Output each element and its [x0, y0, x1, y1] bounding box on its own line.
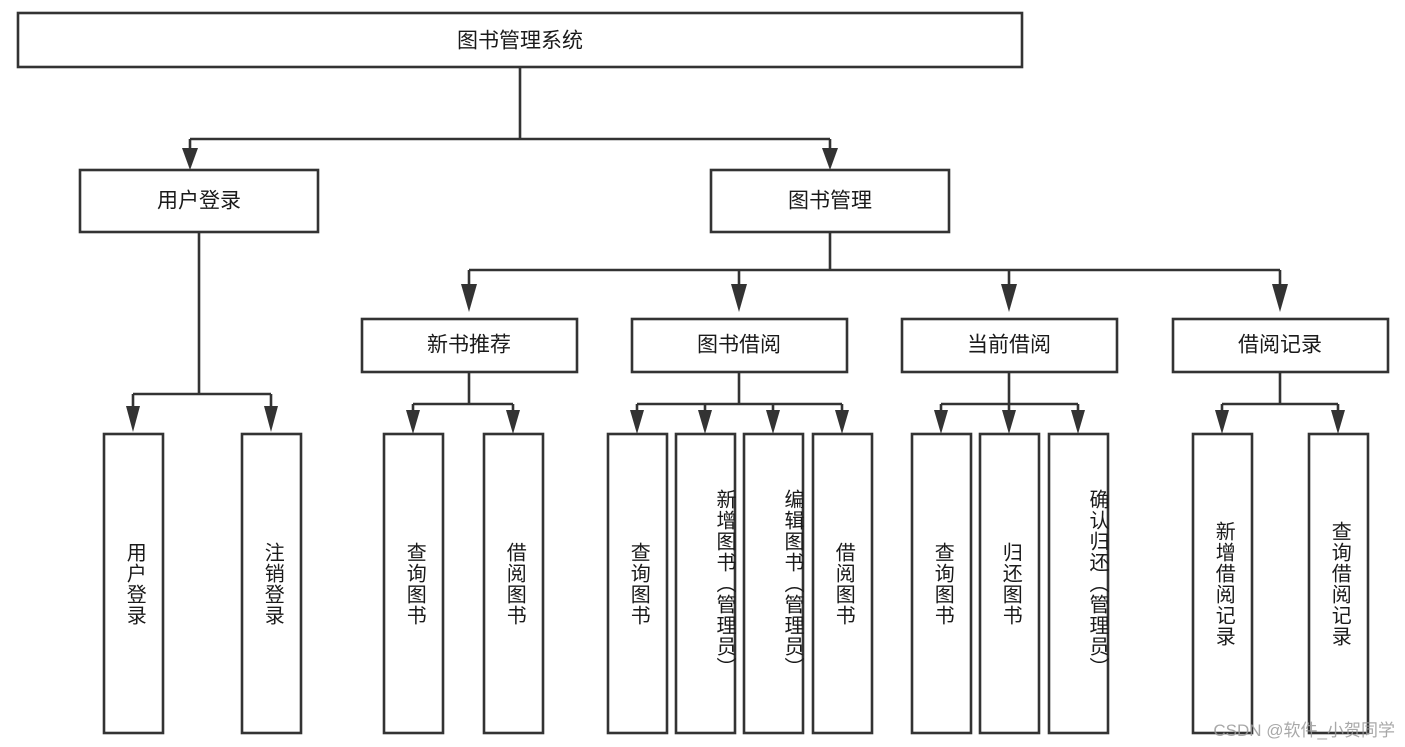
arrow-head-icon: [406, 410, 420, 434]
leaf-box-borrow-book-2[interactable]: [811, 432, 874, 735]
connector-user-login-to-leaves: [126, 232, 278, 432]
leaf-box-confirm-return[interactable]: [1047, 432, 1110, 735]
book-manage-label: 图书管理: [788, 190, 872, 213]
arrow-head-icon: [822, 148, 838, 170]
node-borrow-record[interactable]: 借阅记录: [1171, 317, 1390, 374]
current-borrow-box[interactable]: [900, 317, 1119, 374]
leaf-box-query-book-1[interactable]: [382, 432, 445, 735]
arrow-head-icon: [698, 410, 712, 434]
arrow-head-icon: [1331, 410, 1345, 434]
arrow-head-icon: [731, 284, 747, 312]
leaf-box-edit-book[interactable]: [742, 432, 805, 735]
leaf-box-add-record[interactable]: [1191, 432, 1254, 735]
arrow-head-icon: [835, 410, 849, 434]
node-user-login[interactable]: 用户登录: [78, 168, 320, 234]
arrow-head-icon: [126, 406, 140, 432]
leaf-box-user-login[interactable]: [102, 432, 165, 735]
connector-new-book-rec-to-leaves: [406, 372, 520, 434]
arrow-head-icon: [1272, 284, 1288, 312]
connector-current-borrow-to-leaves: [934, 372, 1085, 434]
leaf-box-user-logout[interactable]: [240, 432, 303, 735]
arrow-head-icon: [934, 410, 948, 434]
leaf-box-query-book-2[interactable]: [606, 432, 669, 735]
node-new-book-rec[interactable]: 新书推荐: [360, 317, 579, 374]
new-book-rec-label: 新书推荐: [427, 334, 511, 357]
connector-borrow-record-to-leaves: [1215, 372, 1345, 434]
root-label: 图书管理系统: [457, 30, 583, 53]
node-root[interactable]: 图书管理系统: [16, 11, 1024, 69]
connector-book-manage-to-level3: [461, 232, 1288, 312]
new-book-rec-box[interactable]: [360, 317, 579, 374]
leaf-box-query-record[interactable]: [1307, 432, 1370, 735]
leaf-box-add-book[interactable]: [674, 432, 737, 735]
user-login-box[interactable]: [78, 168, 320, 234]
arrow-head-icon: [1002, 410, 1016, 434]
node-current-borrow[interactable]: 当前借阅: [900, 317, 1119, 374]
arrow-head-icon: [182, 148, 198, 170]
arrow-head-icon: [1215, 410, 1229, 434]
arrow-head-icon: [506, 410, 520, 434]
arrow-head-icon: [461, 284, 477, 312]
arrow-head-icon: [766, 410, 780, 434]
current-borrow-label: 当前借阅: [967, 334, 1051, 357]
node-book-manage[interactable]: 图书管理: [709, 168, 951, 234]
connector-root-to-level2: [182, 67, 838, 170]
arrow-head-icon: [264, 406, 278, 432]
root-box[interactable]: [16, 11, 1024, 69]
leaf-box-query-book-3[interactable]: [910, 432, 973, 735]
arrow-head-icon: [630, 410, 644, 434]
leaf-box-return-book[interactable]: [978, 432, 1041, 735]
user-login-label: 用户登录: [157, 190, 241, 213]
leaf-box-borrow-book-1[interactable]: [482, 432, 545, 735]
arrow-head-icon: [1071, 410, 1085, 434]
book-borrow-label: 图书借阅: [697, 334, 781, 357]
borrow-record-label: 借阅记录: [1238, 334, 1322, 357]
arrow-head-icon: [1001, 284, 1017, 312]
csdn-watermark: CSDN @软件_小贺同学: [1213, 721, 1395, 740]
node-book-borrow[interactable]: 图书借阅: [630, 317, 849, 374]
connector-book-borrow-to-leaves: [630, 372, 849, 434]
